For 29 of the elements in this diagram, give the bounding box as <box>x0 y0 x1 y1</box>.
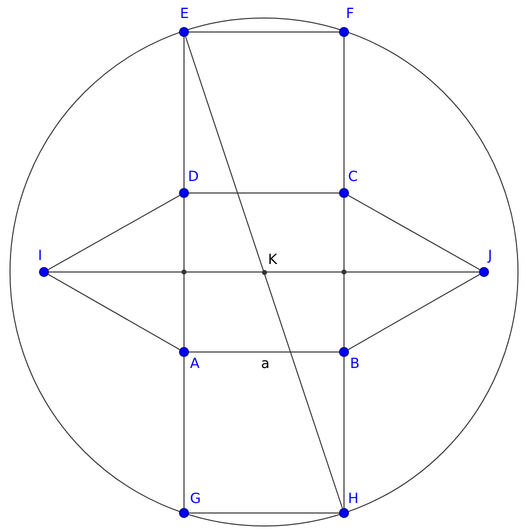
point <box>339 508 349 518</box>
point-label: D <box>188 169 199 185</box>
point-label: A <box>190 356 200 372</box>
line-segment <box>185 36 343 509</box>
point-label: B <box>350 356 360 372</box>
point-label: E <box>180 6 189 22</box>
line-segment <box>188 512 340 514</box>
line-segment <box>348 274 480 350</box>
point-label: F <box>346 6 354 22</box>
point <box>39 267 49 277</box>
point <box>179 508 189 518</box>
point-label: H <box>348 491 359 507</box>
point <box>179 27 189 37</box>
line-segment <box>48 194 180 270</box>
point <box>262 270 266 274</box>
point <box>179 188 189 198</box>
point <box>339 27 349 37</box>
point-label: J <box>488 248 492 264</box>
point <box>179 347 189 357</box>
point-label: K <box>268 252 278 268</box>
line-segment <box>348 194 480 270</box>
line-segment <box>48 274 180 350</box>
point-label: I <box>38 248 42 264</box>
point <box>339 188 349 198</box>
line-segment <box>188 192 340 194</box>
point <box>479 267 489 277</box>
point <box>339 347 349 357</box>
point-label: C <box>348 169 358 185</box>
point-label: G <box>190 491 201 507</box>
